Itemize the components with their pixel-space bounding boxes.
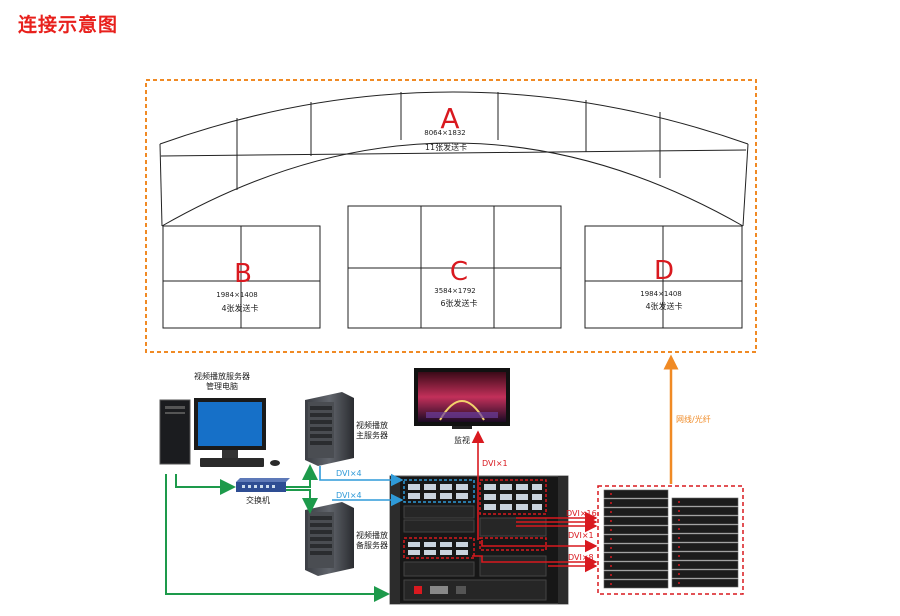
monitor bbox=[414, 368, 510, 429]
video-controller-rack bbox=[389, 475, 569, 605]
admin-pc bbox=[159, 398, 280, 467]
admin-pc-label-2: 管理电脑 bbox=[206, 381, 238, 391]
backup-server-label-2: 备服务器 bbox=[356, 540, 388, 550]
screen-b-cards: 4张发送卡 bbox=[221, 303, 258, 313]
screen-c-letter: C bbox=[450, 257, 468, 287]
screen-d-cards: 4张发送卡 bbox=[645, 301, 682, 311]
dvi-main-label: DVI×4 bbox=[336, 469, 362, 478]
receiver-cabinet-right bbox=[671, 497, 739, 588]
svg-text:视频播放服务器管理电脑: 视频播放服务器管理电脑 bbox=[194, 371, 250, 391]
mouse-icon bbox=[270, 460, 280, 466]
switch-icon bbox=[236, 478, 290, 482]
screen-c-resolution: 3584×1792 bbox=[434, 287, 476, 295]
keyboard-icon bbox=[200, 458, 264, 467]
backup-server bbox=[305, 502, 354, 576]
receiver-cabinet-left bbox=[603, 489, 669, 589]
page-title: 连接示意图 bbox=[18, 14, 119, 36]
red-dvi-links bbox=[471, 430, 598, 573]
blue-dvi-links bbox=[319, 466, 404, 507]
screen-a bbox=[159, 91, 749, 227]
main-server-label-2: 主服务器 bbox=[356, 430, 388, 440]
switch-label: 交换机 bbox=[246, 495, 270, 505]
screen-c bbox=[347, 205, 562, 329]
dvi-backup-label: DVI×4 bbox=[336, 491, 362, 500]
screen-d bbox=[584, 225, 743, 329]
dvi-monitor-label: DVI×1 bbox=[482, 459, 508, 468]
fiber-label: 网线/光纤 bbox=[676, 414, 711, 424]
dvi-16-label: DVI×16 bbox=[566, 509, 597, 518]
admin-pc-label-1: 视频播放服务器 bbox=[194, 371, 250, 381]
green-network-links bbox=[165, 464, 390, 602]
display-area-frame bbox=[145, 79, 757, 353]
dvi-8-label: DVI×8 bbox=[568, 553, 594, 562]
switch bbox=[236, 478, 290, 492]
screen-b-letter: B bbox=[234, 259, 252, 289]
svg-text:视频播放备服务器: 视频播放备服务器 bbox=[356, 530, 388, 550]
pc-tower-icon bbox=[159, 399, 191, 465]
backup-server-label-1: 视频播放 bbox=[356, 530, 388, 540]
dvi-1-label: DVI×1 bbox=[568, 531, 594, 540]
screen-b-resolution: 1984×1408 bbox=[216, 291, 258, 299]
screen-d-letter: D bbox=[654, 256, 674, 286]
main-server-label-1: 视频播放 bbox=[356, 420, 388, 430]
main-server bbox=[305, 392, 354, 466]
screen-b bbox=[162, 225, 321, 329]
screen-a-resolution: 8064×1832 bbox=[424, 129, 466, 137]
screen-a-letter: A bbox=[440, 102, 459, 135]
svg-text:视频播放主服务器: 视频播放主服务器 bbox=[356, 420, 388, 440]
screen-c-cards: 6张发送卡 bbox=[440, 298, 477, 308]
screen-d-resolution: 1984×1408 bbox=[640, 290, 682, 298]
receiver-cabinet-frame bbox=[597, 485, 744, 595]
screen-a-cards: 11张发送卡 bbox=[425, 142, 467, 152]
monitor-label: 监视 bbox=[454, 435, 470, 445]
